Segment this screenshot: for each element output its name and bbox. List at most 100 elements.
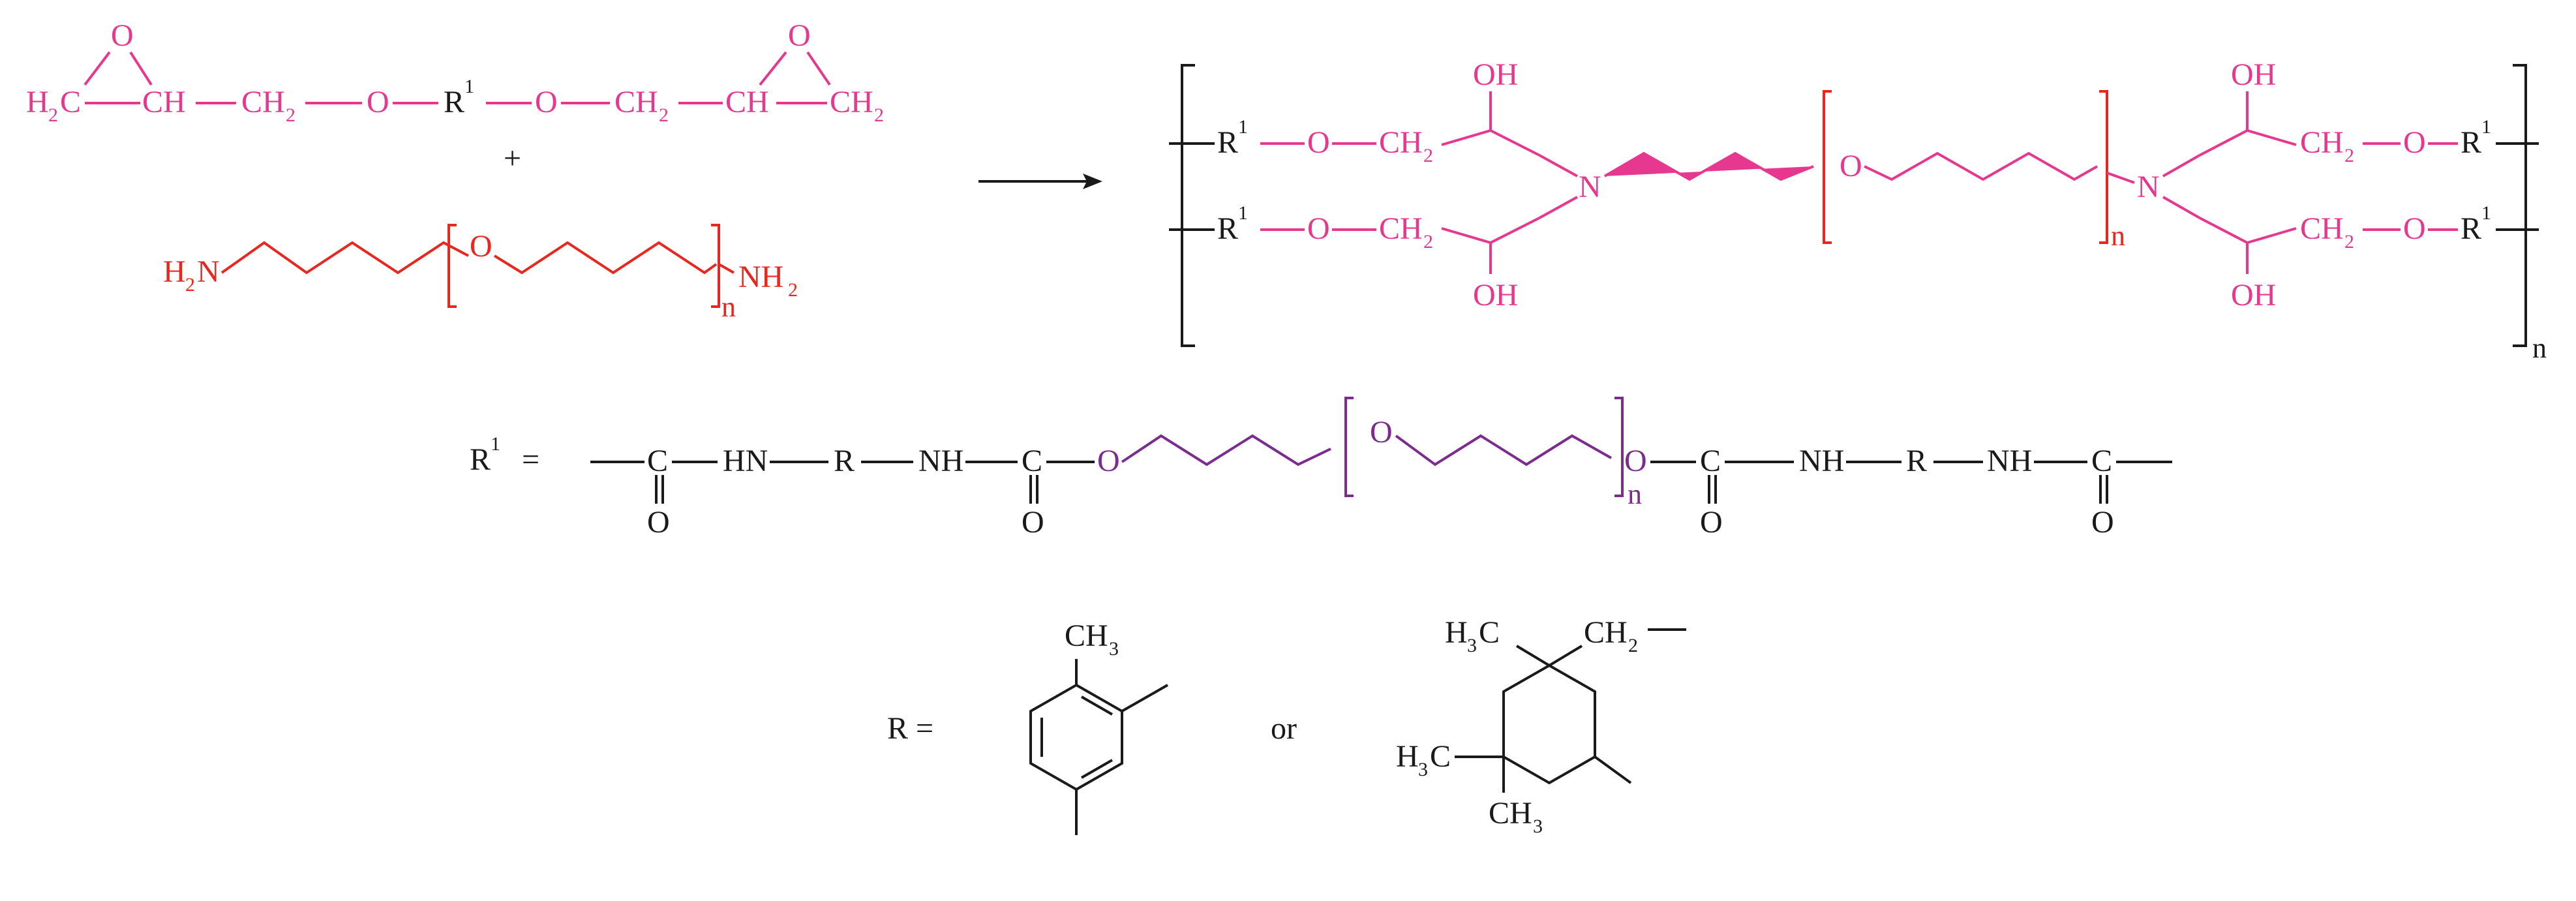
ch2-top-right: CH <box>2300 125 2344 160</box>
h3c-left-sub: 3 <box>1418 759 1428 780</box>
o-top-right: O <box>2403 125 2426 160</box>
r1-bottom-left-sup: 1 <box>1238 202 1248 224</box>
r-1: R <box>834 444 855 478</box>
epoxide-bond <box>759 51 787 86</box>
nh-2: NH <box>1799 444 1844 478</box>
methyl-label: CH <box>1065 618 1108 653</box>
o-top-left: O <box>1307 125 1330 160</box>
ether-o-end: O <box>1624 444 1647 478</box>
aromatic-double-bond <box>1081 759 1113 779</box>
r-definition: R = CH 3 or H 3 C CH 2 H 3 <box>887 615 1686 837</box>
tolylene-structure: CH 3 <box>1029 618 1168 835</box>
bond <box>1515 645 1551 667</box>
bond <box>2106 172 2135 184</box>
bond <box>2162 154 2200 177</box>
bond <box>1441 217 1540 245</box>
epoxide-bond <box>806 51 831 86</box>
cyclohexane-ring <box>1502 664 1596 785</box>
or-label: or <box>1271 711 1297 746</box>
ch2-left: CH <box>241 85 285 119</box>
product-polymer: n R 1 O CH 2 OH R 1 O CH 2 OH N O n <box>1169 57 2547 364</box>
nh-1: NH <box>918 444 963 478</box>
h3c-left-h: H <box>1396 739 1419 774</box>
benzene-ring <box>1029 683 1123 791</box>
ether-o-product: O <box>1840 149 1862 183</box>
bond <box>1548 645 1583 667</box>
o-bottom-right: O <box>2403 211 2426 246</box>
reaction-arrow <box>978 174 1102 189</box>
carbonyl-o-3: O <box>1700 505 1723 540</box>
methyl-sub: 3 <box>1109 638 1119 660</box>
ch2-right-sub: 2 <box>659 104 669 126</box>
r1-def-sup: 1 <box>491 433 500 455</box>
epoxide-oxygen-right: O <box>788 18 811 53</box>
r-2: R <box>1906 444 1927 478</box>
outer-repeat-n: n <box>2532 332 2547 364</box>
epoxide-oxygen-left: O <box>111 18 134 53</box>
oh-top-left: OH <box>1473 57 1518 92</box>
oh-bottom-right: OH <box>2231 278 2276 313</box>
ch3-bottom: CH <box>1489 796 1532 831</box>
reactant-diamine: H 2 N O n NH 2 <box>163 224 798 323</box>
r1-sup: 1 <box>464 76 474 97</box>
bond <box>2199 217 2297 245</box>
ch2-top-left-sub: 2 <box>1423 145 1433 166</box>
repeat-bracket-right <box>2099 90 2108 244</box>
h3c-left-c: C <box>1430 739 1451 774</box>
h3c-top-h: H <box>1445 615 1468 650</box>
ch-right: CH <box>725 85 769 119</box>
ch2-sub: 2 <box>1628 635 1638 656</box>
butylene-chain <box>1603 151 1814 181</box>
carbonyl-c-3: C <box>1700 444 1721 478</box>
oh-top-right: OH <box>2231 57 2276 92</box>
carbonyl-c-1: C <box>647 444 668 478</box>
ether-o-start: O <box>1097 444 1120 478</box>
ch2-bottom-left-sub: 2 <box>1423 231 1433 252</box>
ether-oxygen: O <box>470 229 492 264</box>
ch2-bottom-right-sub: 2 <box>2344 231 2354 252</box>
r1-bottom-left: R <box>1217 211 1238 246</box>
bond <box>1539 196 1578 219</box>
butylene-chain <box>493 241 718 275</box>
carbonyl-c-2: C <box>1022 444 1042 478</box>
r1-top-left: R <box>1217 125 1238 160</box>
ch2-left-sub: 2 <box>286 104 295 126</box>
polyether-chain <box>1395 434 1612 466</box>
carbonyl-o-2: O <box>1022 505 1044 540</box>
h2c-sub: 2 <box>48 104 58 126</box>
ch2-bottom-left: CH <box>1379 211 1423 246</box>
r1-def-equals: = <box>522 442 539 477</box>
bond <box>1594 756 1632 784</box>
outer-bracket-right <box>2513 64 2527 347</box>
h2n-h: H <box>163 254 186 289</box>
r1-label: R <box>444 85 464 119</box>
repeat-bracket-left <box>447 224 457 308</box>
hn-1: HN <box>723 444 768 478</box>
r1-definition: R 1 = C O HN R NH C O O O n O C O NH <box>470 397 2172 540</box>
r1-bottom-right-sup: 1 <box>2481 202 2491 224</box>
outer-bracket-left <box>1181 64 1195 347</box>
r1-bottom-right: R <box>2461 211 2481 246</box>
plus-sign: + <box>504 141 521 176</box>
ch2-terminal-sub: 2 <box>874 104 884 126</box>
ch2-label: CH <box>1584 615 1628 650</box>
aromatic-double-bond <box>1081 695 1113 716</box>
ether-o-left: O <box>367 85 389 119</box>
ch2-right: CH <box>614 85 658 119</box>
nh2-right-sub: 2 <box>788 279 798 301</box>
r1-def-label: R <box>470 442 491 477</box>
o-bottom-left: O <box>1307 211 1330 246</box>
repeat-bracket-right <box>711 224 720 308</box>
epoxide-bond <box>129 51 153 86</box>
epoxide-bond <box>83 51 111 86</box>
n-atom-left: N <box>1579 170 1601 204</box>
repeat-bracket-right <box>1614 397 1624 497</box>
inner-repeat-n: n <box>2111 220 2125 252</box>
r1-top-right: R <box>2461 125 2481 160</box>
ch2-terminal: CH <box>830 85 873 119</box>
r-def-label: R = <box>887 711 933 746</box>
bond <box>1121 684 1168 712</box>
ch2-bottom-right: CH <box>2300 211 2344 246</box>
bond <box>1539 154 1578 177</box>
butylene-chain <box>220 241 469 275</box>
